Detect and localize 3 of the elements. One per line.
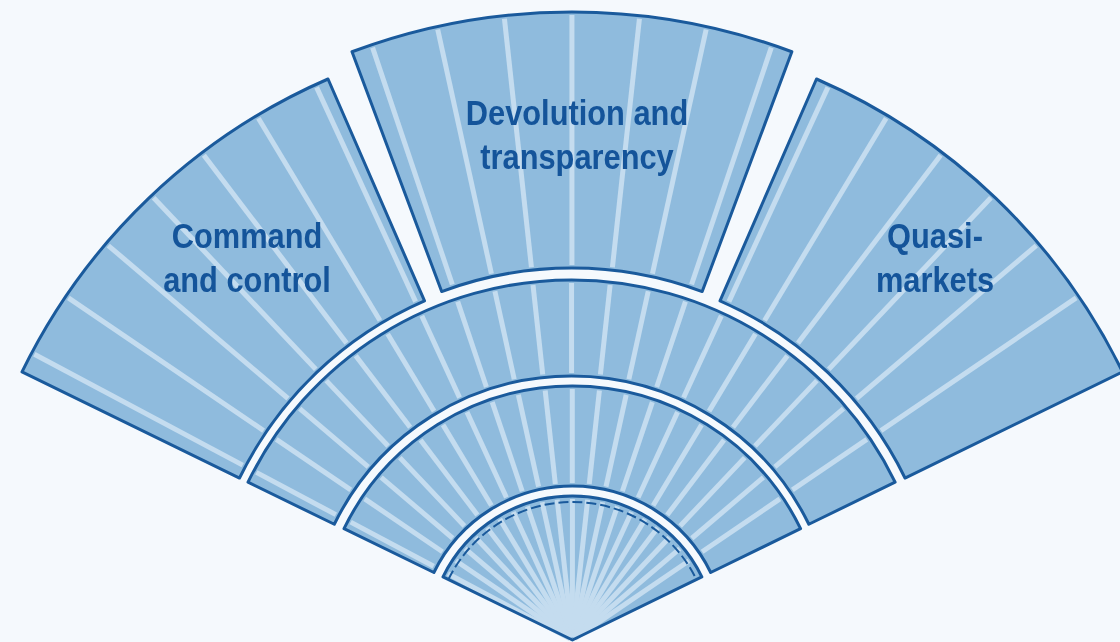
- segment-label: Quasi- markets: [874, 215, 996, 301]
- segment-label: Devolution and transparency: [464, 92, 690, 178]
- segment-label: Command and control: [162, 215, 332, 301]
